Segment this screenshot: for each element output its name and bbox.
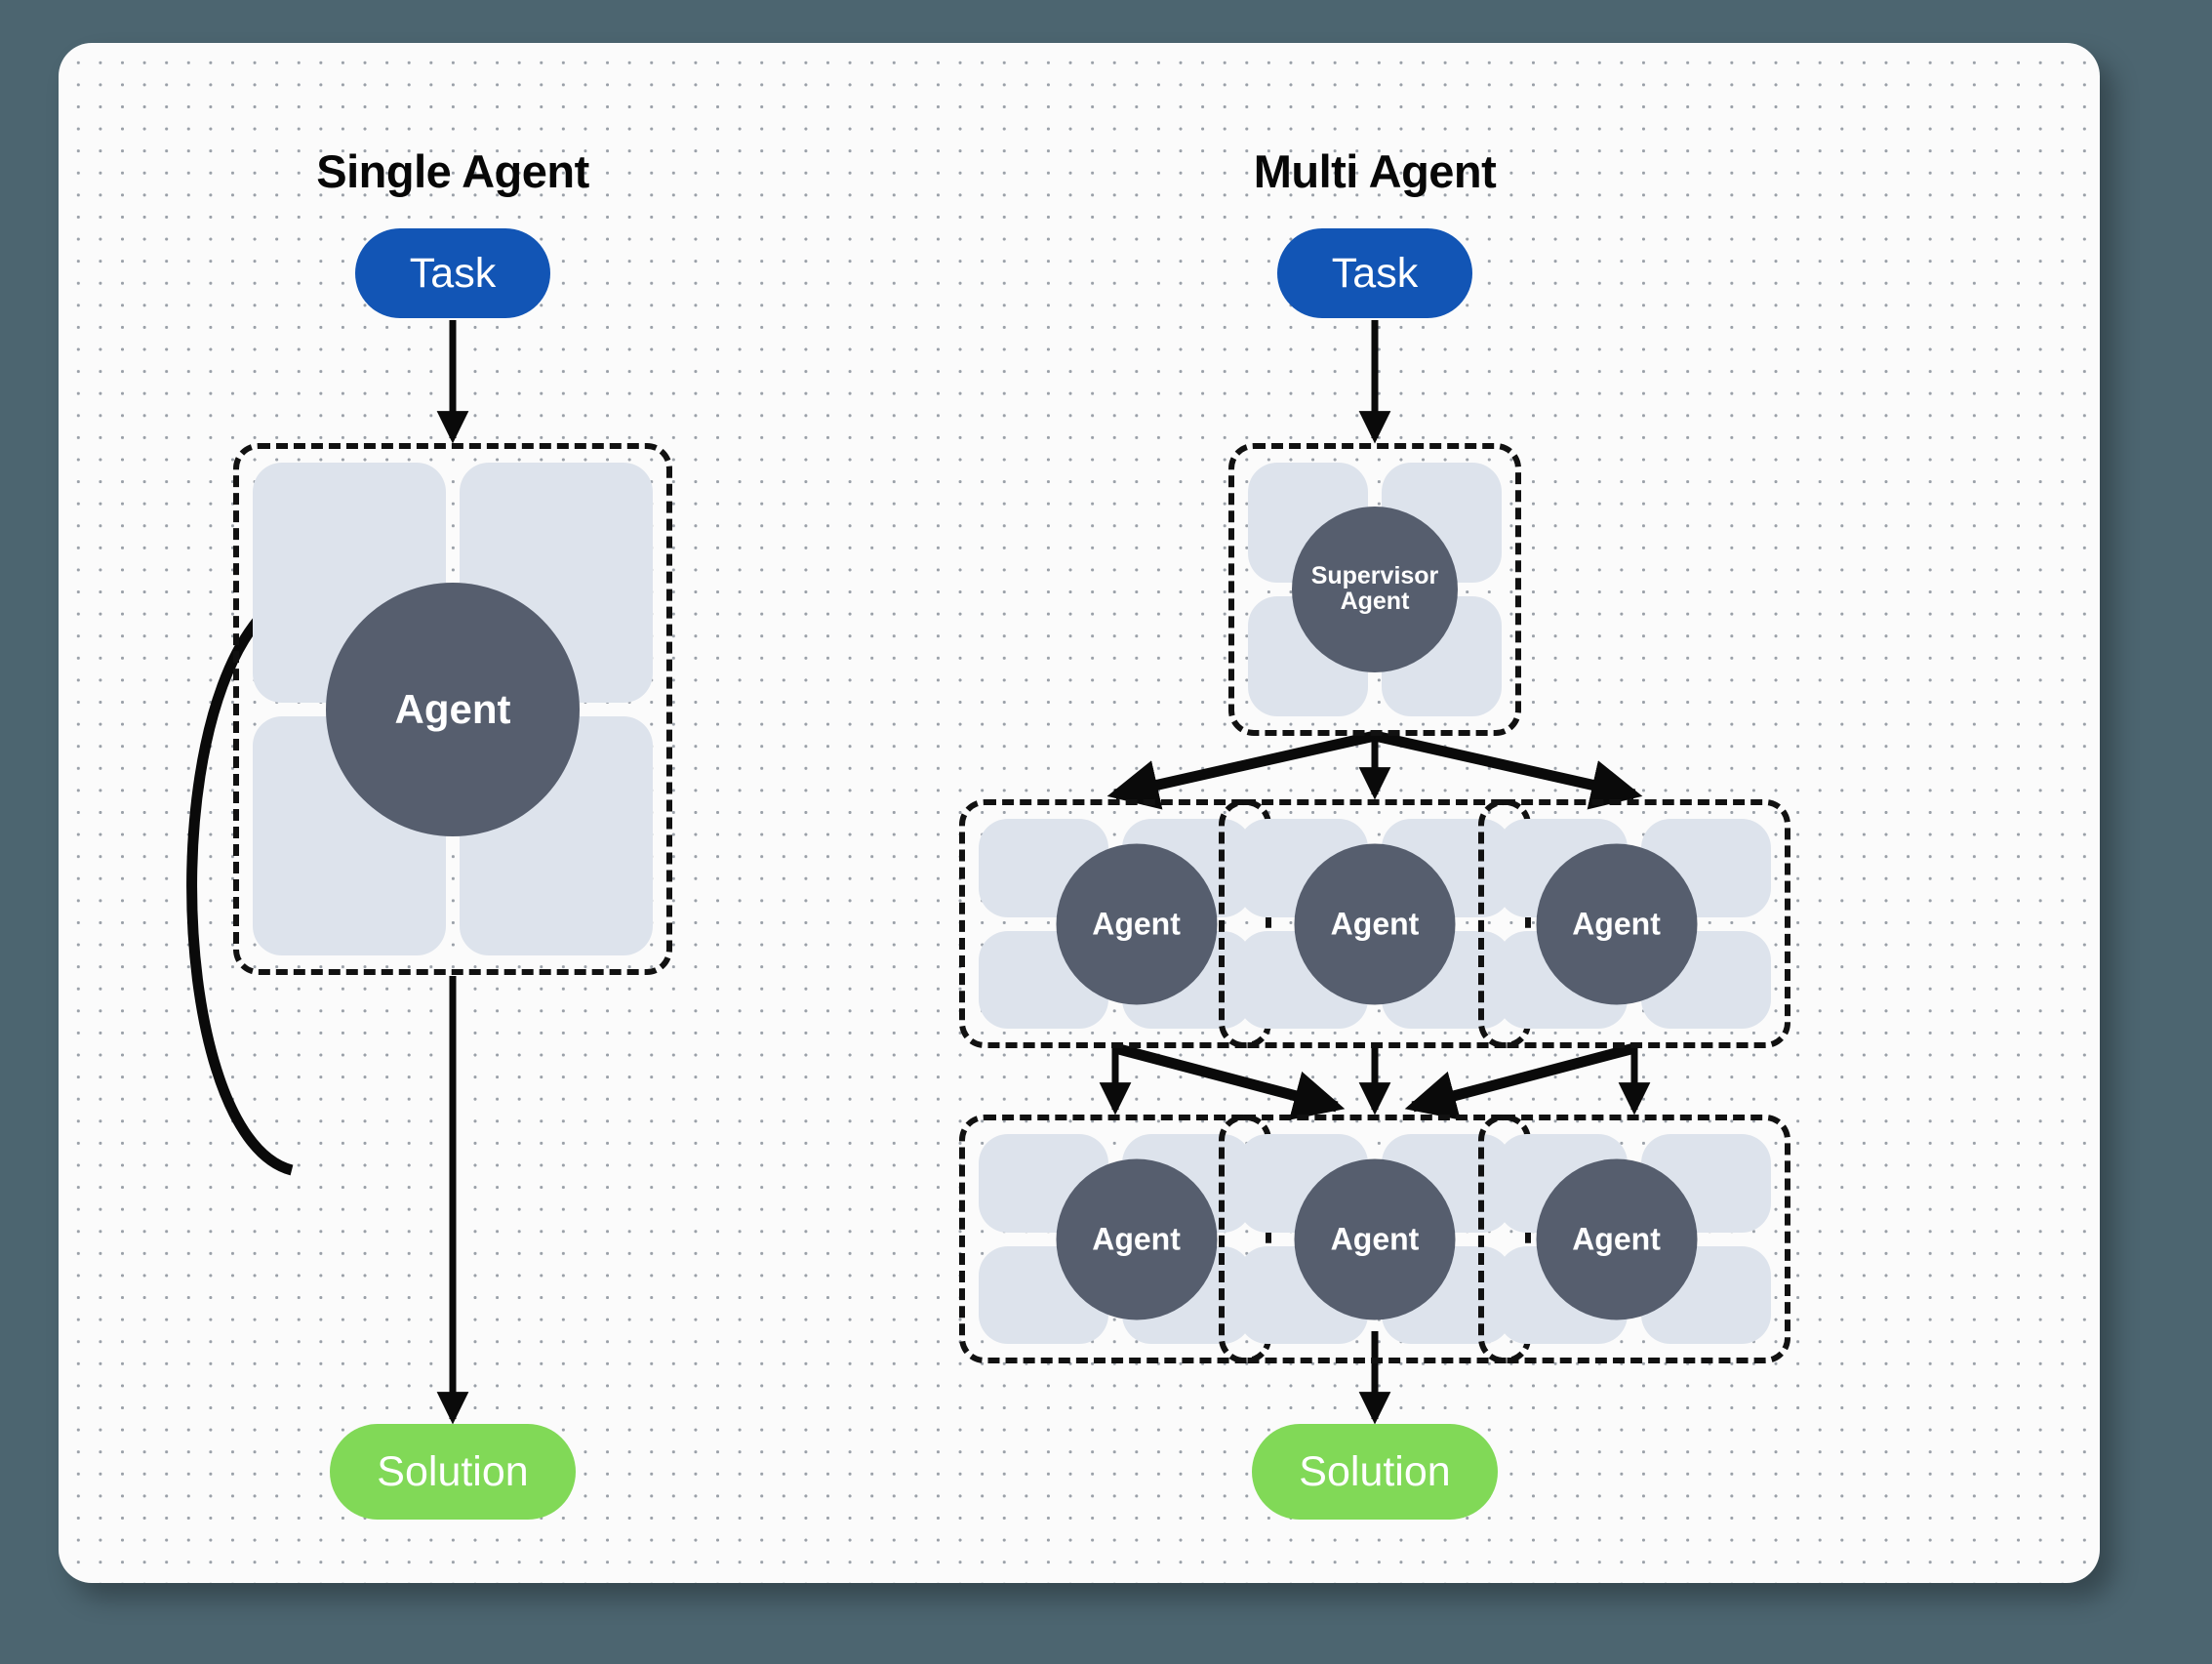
task-node-multi[interactable]: Task [1277, 228, 1472, 318]
supervisor-agent-cluster[interactable]: Supervisor Agent [1228, 443, 1521, 736]
agent-cluster-mid-center[interactable]: Agent [1219, 799, 1531, 1048]
agent-core-label: Agent [1536, 1158, 1698, 1319]
supervisor-agent-core-label: Supervisor Agent [1292, 507, 1458, 672]
agent-core-label: Agent [1056, 1158, 1218, 1319]
page-title-single-agent: Single Agent [316, 145, 589, 197]
agent-cluster-mid-right[interactable]: Agent [1478, 799, 1790, 1048]
agent-core-label: Agent [1294, 843, 1456, 1004]
agent-cluster-mid-left[interactable]: Agent [959, 799, 1271, 1048]
solution-node-single[interactable]: Solution [330, 1424, 576, 1520]
agent-cluster-single[interactable]: Agent [233, 443, 672, 975]
solution-node-multi[interactable]: Solution [1252, 1424, 1498, 1520]
edge-supervisor-to-agent-left [1106, 730, 1377, 810]
supervisor-label-line-2: Agent [1340, 588, 1410, 615]
agent-core-label: Agent [1056, 843, 1218, 1004]
agent-cluster-bottom-left[interactable]: Agent [959, 1115, 1271, 1363]
task-node-single[interactable]: Task [355, 228, 550, 318]
agent-core-label: Agent [326, 582, 580, 836]
page-title-multi-agent: Multi Agent [1253, 145, 1497, 197]
agent-cluster-bottom-right[interactable]: Agent [1478, 1115, 1790, 1363]
diagram-canvas: Single Agent Task Agent Solution Multi A… [59, 43, 2100, 1583]
supervisor-label-line-1: Supervisor [1310, 562, 1439, 590]
edge-supervisor-to-agent-right [1373, 730, 1643, 810]
edge-mid-right-to-bottom-center [1404, 1042, 1636, 1120]
agent-core-label: Agent [1294, 1158, 1456, 1319]
agent-cluster-bottom-center[interactable]: Agent [1219, 1115, 1531, 1363]
edge-mid-left-to-bottom-center [1113, 1042, 1346, 1120]
agent-core-label: Agent [1536, 843, 1698, 1004]
